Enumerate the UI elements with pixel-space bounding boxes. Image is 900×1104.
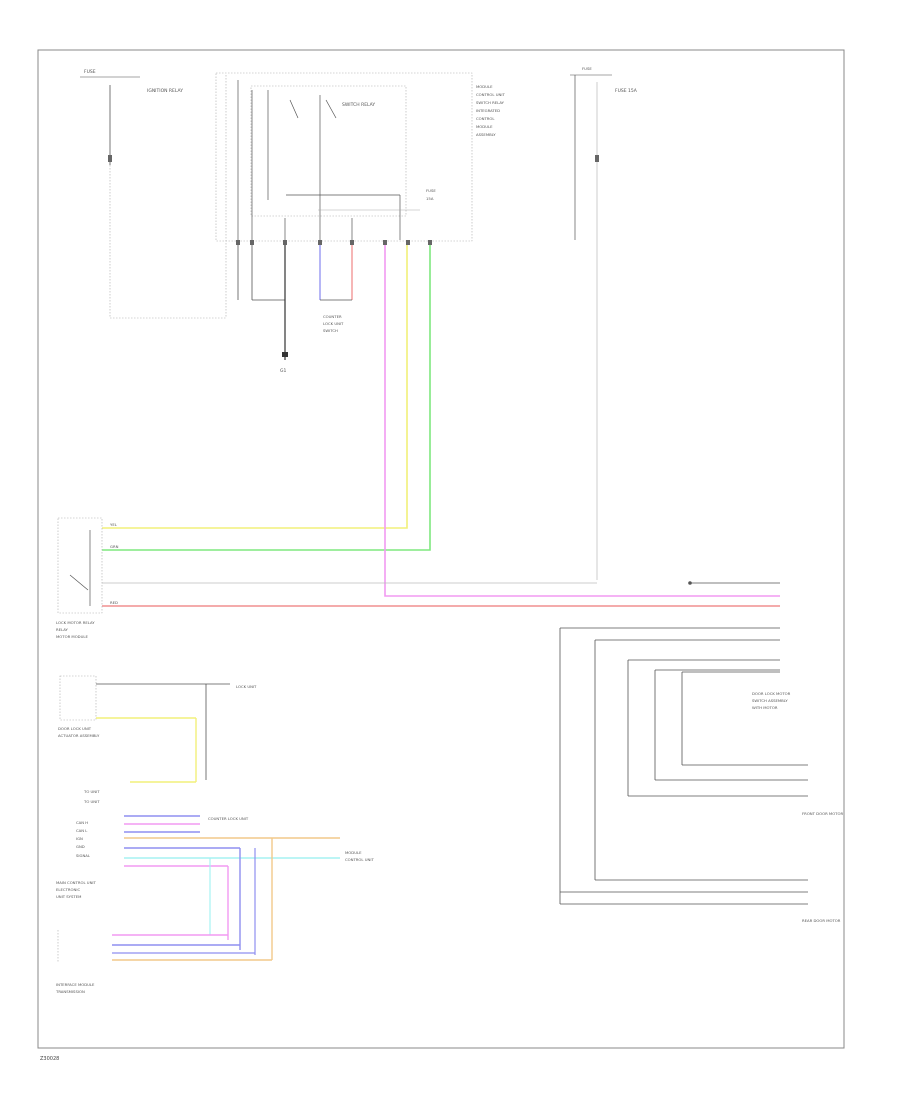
lock-motor-relay: YEL GRN RED LOCK MOTOR RELAY RELAY MOTOR… xyxy=(56,517,119,639)
svg-text:COUNTER LOCK UNIT: COUNTER LOCK UNIT xyxy=(208,816,249,821)
svg-text:SWITCH ASSEMBLY: SWITCH ASSEMBLY xyxy=(752,698,788,703)
lock-unit-block: LOCK UNIT DOOR LOCK UNIT ACTUATOR ASSEMB… xyxy=(58,675,257,783)
label-lock-motor-relay: LOCK MOTOR RELAY xyxy=(56,620,95,625)
svg-text:RED: RED xyxy=(110,600,118,605)
label-rear-door-motor: REAR DOOR MOTOR xyxy=(802,918,841,923)
svg-text:RELAY: RELAY xyxy=(56,627,69,632)
svg-text:CONTROL UNIT: CONTROL UNIT xyxy=(345,857,374,862)
svg-text:IGN: IGN xyxy=(76,836,83,841)
svg-text:DOOR LOCK UNIT: DOOR LOCK UNIT xyxy=(58,726,92,731)
svg-text:LOCK UNIT: LOCK UNIT xyxy=(323,321,344,326)
ignition-relay-top-left: FUSE IGNITION RELAY xyxy=(80,69,227,319)
label-switch-relay: SWITCH RELAY xyxy=(342,102,375,108)
svg-text:ASSEMBLY: ASSEMBLY xyxy=(476,132,496,137)
svg-text:15A: 15A xyxy=(426,196,434,201)
svg-text:CAN L: CAN L xyxy=(76,828,88,833)
svg-text:FUSE: FUSE xyxy=(582,66,592,71)
svg-text:FUSE: FUSE xyxy=(426,188,436,193)
svg-text:INTEGRATED: INTEGRATED xyxy=(476,108,500,113)
label-interface-module: INTERFACE MODULE xyxy=(56,982,95,987)
svg-text:MODULE: MODULE xyxy=(345,850,362,855)
svg-text:GRN: GRN xyxy=(110,544,119,549)
label-lock-unit-block: LOCK UNIT xyxy=(236,684,257,689)
svg-text:GND: GND xyxy=(76,844,85,849)
svg-text:SWITCH RELAY: SWITCH RELAY xyxy=(476,100,505,105)
label-main-control-unit: MAIN CONTROL UNIT xyxy=(56,880,97,885)
footer-code: Z30028 xyxy=(40,1056,59,1062)
fuse-top-right: FUSE FUSE 15A xyxy=(570,66,638,580)
svg-text:ELECTRONIC: ELECTRONIC xyxy=(56,887,80,892)
svg-text:CONTROL UNIT: CONTROL UNIT xyxy=(476,92,505,97)
svg-text:UNIT SYSTEM: UNIT SYSTEM xyxy=(56,894,81,899)
long-wires xyxy=(102,245,780,607)
svg-text:WITH MOTOR: WITH MOTOR xyxy=(752,705,778,710)
svg-text:YEL: YEL xyxy=(110,522,118,527)
door-lock-motor-right: DOOR LOCK MOTOR SWITCH ASSEMBLY WITH MOT… xyxy=(559,627,843,923)
svg-text:FUSE: FUSE xyxy=(84,69,96,75)
svg-text:MODULE: MODULE xyxy=(476,84,493,89)
diagram-frame xyxy=(37,49,845,1049)
svg-text:CONTROL: CONTROL xyxy=(476,116,495,121)
svg-text:MOTOR MODULE: MOTOR MODULE xyxy=(56,634,89,639)
label-gnd: G1 xyxy=(280,368,286,374)
switch-relay-block: SWITCH RELAY MODULE CONTROL UNIT SWITCH … xyxy=(215,72,505,245)
main-control-unit: TO UNIT TO UNIT CAN H CAN L IGN GND SIGN… xyxy=(56,789,374,960)
svg-text:COUNTER: COUNTER xyxy=(323,314,342,319)
svg-text:SIGNAL: SIGNAL xyxy=(76,853,91,858)
label-door-lock-motor-right: DOOR LOCK MOTOR xyxy=(752,691,791,696)
label-fuse-top-right: FUSE 15A xyxy=(615,88,638,94)
switch-block-wires: G1 COUNTER LOCK UNIT SWITCH xyxy=(237,245,353,374)
svg-text:CAN H: CAN H xyxy=(76,820,88,825)
svg-text:MODULE: MODULE xyxy=(476,124,493,129)
svg-text:SWITCH: SWITCH xyxy=(323,328,338,333)
svg-text:TRANSMISSION: TRANSMISSION xyxy=(55,989,85,994)
svg-text:TO UNIT: TO UNIT xyxy=(83,799,100,804)
label-ignition-relay: IGNITION RELAY xyxy=(147,88,183,94)
interface-module: INTERFACE MODULE TRANSMISSION xyxy=(55,930,272,994)
label-front-door-motor: FRONT DOOR MOTOR xyxy=(802,811,843,816)
svg-text:TO UNIT: TO UNIT xyxy=(83,789,100,794)
svg-text:ACTUATOR ASSEMBLY: ACTUATOR ASSEMBLY xyxy=(58,733,100,738)
